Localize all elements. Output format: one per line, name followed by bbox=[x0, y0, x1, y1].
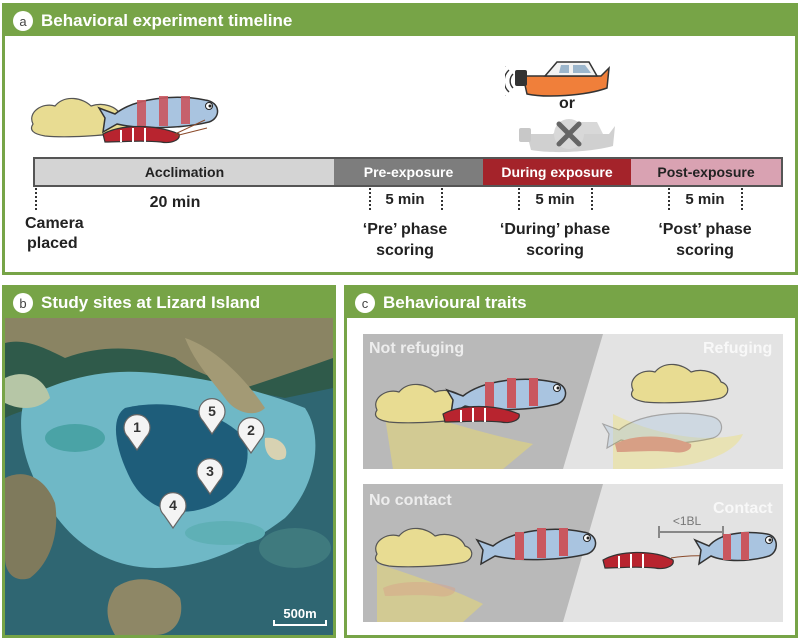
contact-label: Contact bbox=[713, 500, 773, 517]
during-start-marker bbox=[518, 188, 520, 210]
or-label: or bbox=[559, 95, 575, 112]
camera-label-line2: placed bbox=[27, 235, 78, 252]
camera-marker bbox=[35, 188, 37, 210]
phase-during-exposure: During exposure bbox=[483, 159, 631, 185]
goby-icon bbox=[693, 531, 777, 566]
boat-icon bbox=[515, 61, 610, 97]
phase-post-exposure: Post-exposure bbox=[631, 159, 781, 185]
site-number: 1 bbox=[133, 419, 141, 435]
during-end-marker bbox=[591, 188, 593, 210]
refuging-trait-panel bbox=[363, 334, 783, 469]
timeline-bar: Acclimation Pre-exposure During exposure… bbox=[33, 157, 783, 187]
pre-scoring-line2: scoring bbox=[376, 242, 434, 259]
panel-b-title: Study sites at Lizard Island bbox=[41, 293, 261, 312]
faded-shrimp-icon bbox=[383, 582, 456, 597]
site-marker-3[interactable]: 3 bbox=[196, 457, 224, 500]
panel-a-header: a Behavioral experiment timeline bbox=[5, 6, 795, 36]
pre-start-marker bbox=[369, 188, 371, 210]
during-duration: 5 min bbox=[535, 191, 575, 208]
goby-icon bbox=[475, 528, 597, 566]
map-pin-icon bbox=[196, 458, 224, 496]
site-marker-4[interactable]: 4 bbox=[159, 491, 187, 534]
phase-acclimation: Acclimation bbox=[35, 159, 334, 185]
panel-b-header: b Study sites at Lizard Island bbox=[5, 288, 333, 318]
not-refuging-label: Not refuging bbox=[369, 340, 465, 357]
panel-c: c Behavioural traits Not refugi bbox=[344, 285, 798, 638]
pre-scoring-line1: ‘Pre’ phase bbox=[362, 221, 448, 238]
post-duration: 5 min bbox=[685, 191, 725, 208]
post-scoring-line1: ‘Post’ phase bbox=[658, 221, 752, 238]
shrimp-icon bbox=[442, 405, 520, 424]
panel-c-header: c Behavioural traits bbox=[347, 288, 795, 318]
goby-icon bbox=[97, 96, 219, 134]
goby-icon bbox=[445, 378, 567, 416]
site-number: 3 bbox=[206, 463, 214, 479]
map-pin-icon bbox=[159, 492, 187, 530]
map-pin-icon bbox=[237, 417, 265, 455]
no-contact-label: No contact bbox=[369, 492, 452, 509]
map-pin-icon bbox=[123, 414, 151, 452]
acclimation-duration: 20 min bbox=[149, 194, 201, 211]
goby-shrimp-illustration bbox=[30, 96, 219, 144]
during-scoring-line1: ‘During’ phase bbox=[499, 221, 611, 238]
post-end-marker bbox=[741, 188, 743, 210]
shrimp-icon bbox=[602, 551, 734, 570]
site-marker-5[interactable]: 5 bbox=[198, 397, 226, 440]
faded-goby-shrimp-icon bbox=[601, 412, 723, 453]
scale-label: 500m bbox=[283, 606, 317, 621]
cross-icon bbox=[554, 119, 584, 149]
post-scoring-line2: scoring bbox=[676, 242, 734, 259]
site-marker-1[interactable]: 1 bbox=[123, 413, 151, 456]
site-number: 4 bbox=[169, 497, 177, 513]
panel-c-title: Behavioural traits bbox=[383, 293, 527, 312]
site-number: 2 bbox=[247, 422, 255, 438]
site-marker-2[interactable]: 2 bbox=[237, 416, 265, 459]
distance-label: <1BL bbox=[672, 514, 702, 528]
panel-a-title: Behavioral experiment timeline bbox=[41, 11, 293, 30]
satellite-map bbox=[5, 318, 333, 635]
pre-end-marker bbox=[441, 188, 443, 210]
phase-pre-exposure: Pre-exposure bbox=[334, 159, 483, 185]
panel-b-letter: b bbox=[13, 293, 33, 313]
panel-a-letter: a bbox=[13, 11, 33, 31]
post-start-marker bbox=[668, 188, 670, 210]
no-boat-illustration bbox=[519, 119, 615, 153]
pre-duration: 5 min bbox=[385, 191, 425, 208]
map-pin-icon bbox=[198, 398, 226, 436]
sound-waves-icon bbox=[505, 66, 514, 96]
panel-a: a Behavioral experiment timeline bbox=[2, 3, 798, 275]
panel-b: b Study sites at Lizard Island 1 2 3 4 bbox=[2, 285, 336, 638]
boat-illustration bbox=[505, 61, 610, 97]
during-scoring-line2: scoring bbox=[526, 242, 584, 259]
site-number: 5 bbox=[208, 403, 216, 419]
panel-c-letter: c bbox=[355, 293, 375, 313]
contact-trait-panel bbox=[363, 484, 783, 622]
camera-label-line1: Camera bbox=[25, 215, 84, 232]
scale-bar bbox=[273, 620, 327, 626]
shrimp-icon bbox=[102, 119, 208, 144]
refuging-label: Refuging bbox=[703, 340, 773, 357]
